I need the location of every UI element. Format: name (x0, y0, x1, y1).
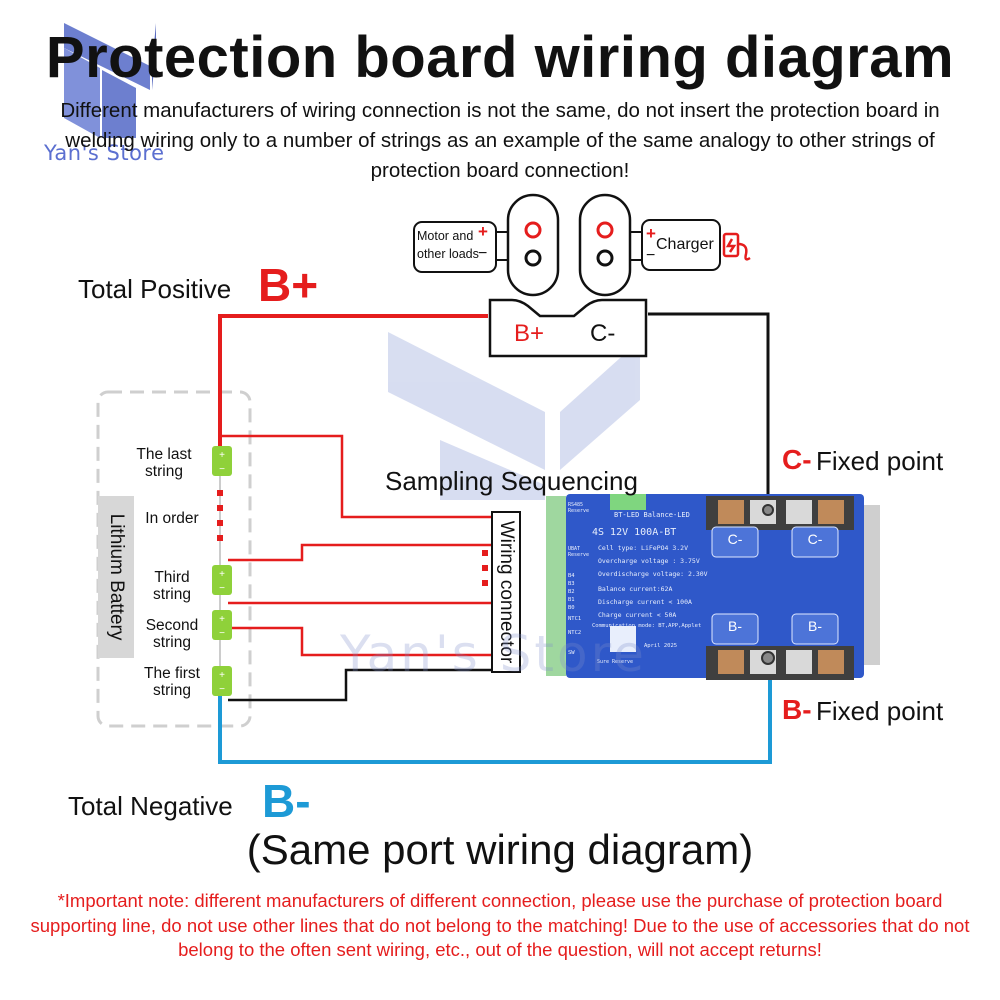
b-fixed-label: Fixed point (816, 696, 944, 726)
motor-minus: − (478, 245, 488, 262)
c-minus-wire (648, 312, 770, 516)
total-negative-label: Total Negative (68, 791, 233, 821)
lithium-battery-label: Lithium Battery (106, 513, 127, 641)
svg-text:−: − (219, 464, 225, 475)
board-ubat: UBAT Reserve (568, 546, 590, 558)
store-logo-text: Yan's Store (44, 141, 165, 165)
total-negative-wire (218, 660, 772, 764)
total-positive-symbol: B+ (258, 259, 319, 311)
total-negative-symbol: B- (262, 775, 311, 827)
board-model: 4S 12V 100A-BT (592, 527, 677, 538)
cell-third: + − (212, 565, 232, 595)
battery-label-bg (98, 496, 134, 658)
motor-plus: + (478, 222, 488, 241)
board-spec-4: Balance current:62A (598, 585, 673, 593)
board-pad-b1: B- (728, 618, 742, 634)
wiring-connector (491, 511, 521, 673)
in-order-dots (217, 490, 488, 586)
b-fixed-symbol: B- (782, 694, 812, 725)
important-note: *Important note: different manufacturers… (30, 890, 970, 960)
c-fixed-bolt (762, 504, 774, 516)
store-logo (64, 23, 156, 138)
c-fixed-label: Fixed point (816, 446, 944, 476)
board-pad-c2: C- (807, 531, 823, 547)
board-sw: SW (568, 650, 575, 656)
board-spec-2: Overcharge voltage : 3.75V (598, 557, 700, 565)
board-spec-6: Charge current < 50A (598, 611, 677, 619)
protection-board (546, 494, 880, 680)
board-pad-c1: C- (727, 531, 743, 547)
board-spec-7: Communication mode: BT,APP,Applet (592, 623, 702, 629)
cell-last: + − (212, 446, 232, 476)
board-pad-b2: B- (808, 618, 822, 634)
board-spec-1: Cell type: LiFePO4 3.2V (598, 544, 689, 552)
output-terminal-block (488, 298, 648, 358)
board-spec-5: Discharge current < 100A (598, 598, 692, 606)
board-ntc1: NTC1 (568, 616, 582, 622)
board-pins: B4 B3 B2 B1 B0 (568, 573, 575, 611)
svg-text:+: + (219, 614, 225, 625)
total-positive-label: Total Positive (78, 274, 232, 304)
total-positive-wire (218, 314, 488, 446)
svg-text:+: + (219, 670, 225, 681)
board-bottom: Sure Reserve (596, 659, 634, 665)
watermark-text: Yan's Store (340, 625, 647, 683)
charger-box (641, 219, 721, 271)
page-title: Protection board wiring diagram (45, 25, 955, 90)
charger-label: Charger (656, 236, 714, 253)
same-port-caption: (Same port wiring diagram) (246, 826, 754, 873)
sampling-label: Sampling Sequencing (385, 466, 638, 496)
terminal-c-minus: C- (590, 320, 616, 347)
in-order-label: In order (145, 510, 199, 527)
sampling-wires (220, 434, 492, 702)
svg-text:+: + (219, 450, 225, 461)
motor-load-box (413, 221, 497, 273)
svg-text:−: − (219, 628, 225, 639)
intro-text: Different manufacturers of wiring connec… (60, 99, 940, 182)
board-ntc2: NTC2 (568, 630, 582, 636)
svg-text:−: − (219, 684, 225, 695)
load-plug (506, 193, 560, 297)
board-spec-3: Overdischarge voltage: 2.30V (598, 570, 708, 578)
charger-plug (578, 193, 632, 297)
watermark-logo (388, 332, 640, 500)
svg-text:−: − (219, 583, 225, 594)
board-date: April 2025 (644, 643, 678, 649)
board-led-labels: BT-LED Balance-LED (614, 511, 690, 519)
board-rs485: RS485 Reserve (568, 502, 590, 514)
charger-minus: − (646, 247, 656, 264)
terminal-b-plus: B+ (514, 320, 545, 347)
b-fixed-bolt (761, 651, 775, 665)
motor-label-line2: other loads (417, 247, 479, 261)
cell-second: + − (212, 610, 232, 640)
charger-icon (722, 232, 751, 261)
cell-first: + − (212, 666, 232, 696)
c-fixed-symbol: C- (782, 444, 812, 475)
motor-label-line1: Motor and (417, 229, 474, 243)
svg-text:+: + (219, 569, 225, 580)
charger-plus: + (646, 224, 656, 243)
